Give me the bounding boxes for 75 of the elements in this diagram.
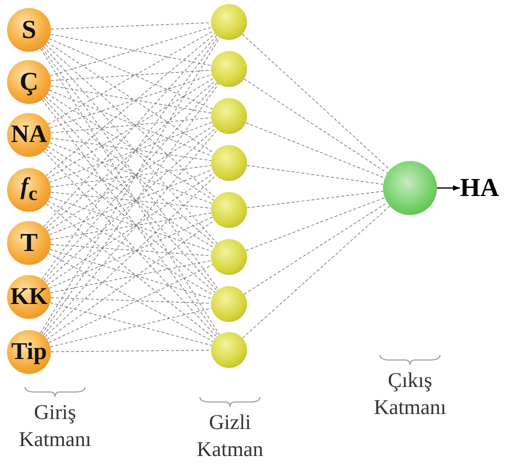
- connector-line: [46, 172, 214, 286]
- connector-line: [47, 94, 214, 201]
- connector-line: [50, 350, 212, 352]
- connector-line: [47, 146, 214, 248]
- input-neuron: [7, 330, 51, 374]
- hidden-neuron: [211, 98, 247, 134]
- connector-line: [50, 26, 212, 76]
- output-neuron: [383, 161, 437, 215]
- hidden-neuron: [211, 332, 247, 368]
- connector-line: [50, 244, 212, 256]
- connector-line: [45, 148, 216, 293]
- connector-line: [49, 142, 212, 204]
- neuron-label: KK: [10, 284, 48, 310]
- connector-line: [50, 297, 212, 304]
- connector-line: [48, 30, 214, 125]
- connector-line: [46, 33, 216, 176]
- connector-line: [49, 122, 212, 183]
- neuron-label: NA: [10, 121, 48, 149]
- input-neuron: [7, 60, 51, 104]
- hidden-neuron: [211, 51, 247, 87]
- hidden-neuron: [211, 239, 247, 275]
- connector-line: [50, 196, 212, 252]
- connector-line: [45, 80, 216, 229]
- connector-line: [45, 96, 216, 246]
- neuron-label: Ç: [20, 67, 38, 97]
- connector-line: [50, 22, 212, 30]
- hidden-neuron: [211, 4, 247, 40]
- connector-line: [50, 212, 212, 240]
- arrow: [437, 185, 460, 191]
- connector-line: [50, 34, 212, 66]
- connector-line: [242, 34, 390, 170]
- connector-line: [50, 85, 212, 114]
- connector-line: [244, 78, 388, 174]
- connector-line: [50, 249, 212, 300]
- connector-line: [50, 192, 212, 209]
- connector-line: [50, 165, 212, 188]
- connector-line: [49, 169, 213, 236]
- hidden-neuron: [211, 192, 247, 228]
- connector-line: [245, 197, 386, 251]
- layer-label: Giriş Katmanı: [18, 399, 92, 454]
- connector-line: [47, 78, 214, 179]
- connector-line: [244, 202, 388, 295]
- connector-line: [50, 260, 212, 294]
- connector-line: [48, 216, 213, 289]
- neuron-label: f$_{c}$: [20, 174, 38, 206]
- connector-line: [48, 200, 214, 296]
- input-neuron: [7, 221, 51, 265]
- layer-label: Çıkış Katmanı: [372, 367, 448, 422]
- output-label: HA: [460, 175, 499, 201]
- connector-line: [242, 206, 390, 338]
- layer-label: Gizli Katman: [196, 409, 264, 464]
- connector-line: [44, 128, 216, 283]
- connector-line: [50, 74, 212, 128]
- neuron-label: S: [22, 15, 36, 45]
- input-neuron: [7, 275, 51, 319]
- connector-line: [46, 42, 214, 154]
- connector-line: [50, 308, 212, 348]
- connector-line: [245, 122, 386, 178]
- input-neuron: [7, 168, 51, 212]
- input-neuron: [7, 8, 51, 52]
- connector-line: [45, 44, 216, 198]
- connector-line: [49, 90, 213, 157]
- connector-line: [48, 38, 213, 110]
- neuron-label: T: [20, 228, 38, 258]
- connector-line: [50, 302, 212, 346]
- input-neuron: [7, 113, 51, 157]
- hidden-neuron: [211, 145, 247, 181]
- connector-line: [50, 70, 212, 81]
- connector-line: [246, 190, 384, 208]
- neuron-label: Tip: [11, 338, 47, 366]
- connector-line: [246, 165, 384, 185]
- hidden-neuron: [211, 286, 247, 322]
- connector-line: [47, 125, 214, 232]
- connector-line: [50, 117, 212, 134]
- connector-line: [50, 138, 212, 161]
